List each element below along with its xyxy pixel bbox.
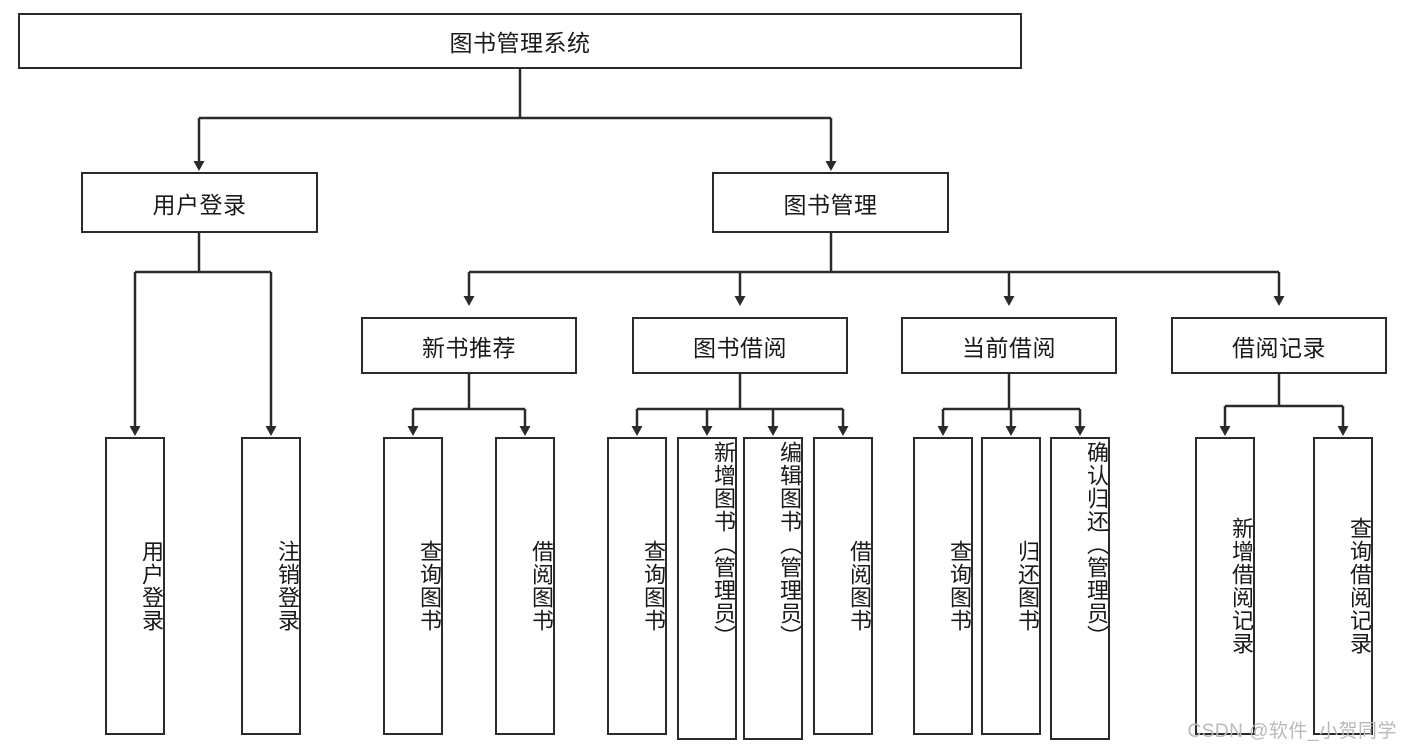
node-leaf-br-add-record[interactable]: 新增借阅记录 (1195, 437, 1255, 735)
node-leaf-nb-query-book-label: 查询图书 (417, 540, 442, 632)
node-leaf-bb-borrow-book-label: 借阅图书 (847, 540, 872, 632)
node-leaf-bb-borrow-book[interactable]: 借阅图书 (813, 437, 873, 735)
node-leaf-bb-query-book-label: 查询图书 (641, 540, 666, 632)
node-leaf-bb-add-book-label: 新增图书（管理员） (711, 441, 736, 648)
node-root-label: 图书管理系统 (449, 30, 591, 56)
node-borrow-records-label: 借阅记录 (1232, 334, 1326, 361)
node-leaf-cb-query-book-label: 查询图书 (947, 540, 972, 632)
node-borrow-records[interactable]: 借阅记录 (1171, 317, 1387, 374)
node-leaf-cb-confirm-return[interactable]: 确认归还（管理员） (1050, 437, 1110, 740)
node-leaf-bb-edit-book[interactable]: 编辑图书（管理员） (743, 437, 803, 740)
node-leaf-bb-edit-book-label: 编辑图书（管理员） (777, 441, 802, 648)
node-leaf-bb-query-book[interactable]: 查询图书 (607, 437, 667, 735)
node-user-login[interactable]: 用户登录 (81, 172, 318, 233)
node-leaf-cb-confirm-return-label: 确认归还（管理员） (1084, 441, 1109, 648)
node-leaf-br-query-record-label: 查询借阅记录 (1347, 517, 1372, 655)
node-leaf-bb-add-book[interactable]: 新增图书（管理员） (677, 437, 737, 740)
node-new-book-recommend[interactable]: 新书推荐 (361, 317, 577, 374)
node-user-login-label: 用户登录 (152, 191, 247, 218)
node-current-borrow-label: 当前借阅 (962, 334, 1056, 361)
node-leaf-nb-borrow-book[interactable]: 借阅图书 (495, 437, 555, 735)
node-new-book-recommend-label: 新书推荐 (422, 334, 516, 361)
node-leaf-nb-query-book[interactable]: 查询图书 (383, 437, 443, 735)
node-leaf-logout[interactable]: 注销登录 (241, 437, 301, 735)
node-leaf-cb-return-book[interactable]: 归还图书 (981, 437, 1041, 735)
node-leaf-cb-query-book[interactable]: 查询图书 (913, 437, 973, 735)
node-leaf-user-login[interactable]: 用户登录 (105, 437, 165, 735)
node-book-management[interactable]: 图书管理 (712, 172, 949, 233)
node-leaf-nb-borrow-book-label: 借阅图书 (529, 540, 554, 632)
node-leaf-br-add-record-label: 新增借阅记录 (1229, 517, 1254, 655)
node-leaf-logout-label: 注销登录 (275, 540, 300, 632)
node-book-borrow[interactable]: 图书借阅 (632, 317, 848, 374)
node-root[interactable]: 图书管理系统 (18, 13, 1022, 69)
node-leaf-br-query-record[interactable]: 查询借阅记录 (1313, 437, 1373, 735)
node-leaf-cb-return-book-label: 归还图书 (1015, 540, 1040, 632)
node-current-borrow[interactable]: 当前借阅 (901, 317, 1117, 374)
node-book-management-label: 图书管理 (783, 191, 878, 218)
node-book-borrow-label: 图书借阅 (693, 334, 787, 361)
node-leaf-user-login-label: 用户登录 (139, 540, 164, 632)
